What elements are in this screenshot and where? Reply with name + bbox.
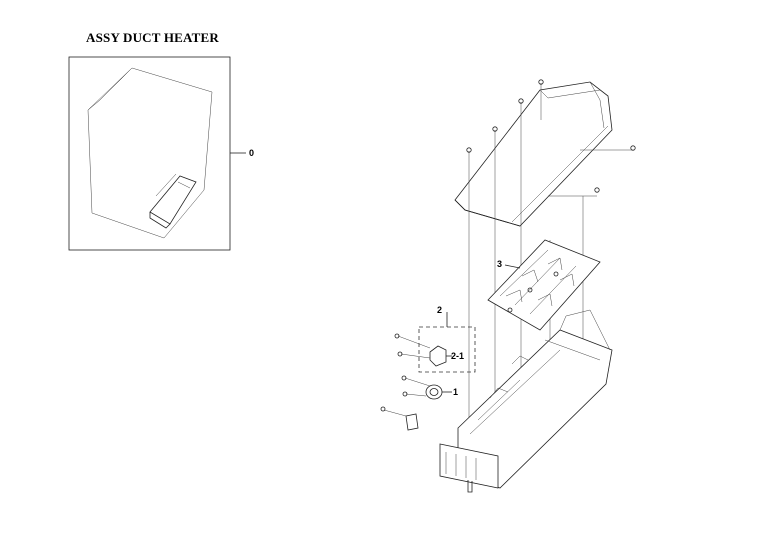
part-2-dashed-box [418,326,476,373]
callout-part-2-1: 2-1 [451,351,465,361]
callout-assembly: 0 [249,148,255,158]
thermostat-part-2-1[interactable] [429,345,452,367]
callout-part-1: 1 [453,387,459,397]
callout-part-3: 3 [497,259,503,269]
assembly-thumbnail[interactable] [68,56,231,251]
bracket[interactable] [405,413,419,431]
leader-line-part-3 [504,264,521,269]
duct-cover[interactable] [454,81,613,227]
diagram-title: ASSY DUCT HEATER [86,30,219,45]
heater-plate[interactable] [487,239,601,331]
thermostat-part-1[interactable] [425,384,452,400]
front-plate[interactable] [439,443,499,493]
callout-part-2: 2 [437,305,443,315]
